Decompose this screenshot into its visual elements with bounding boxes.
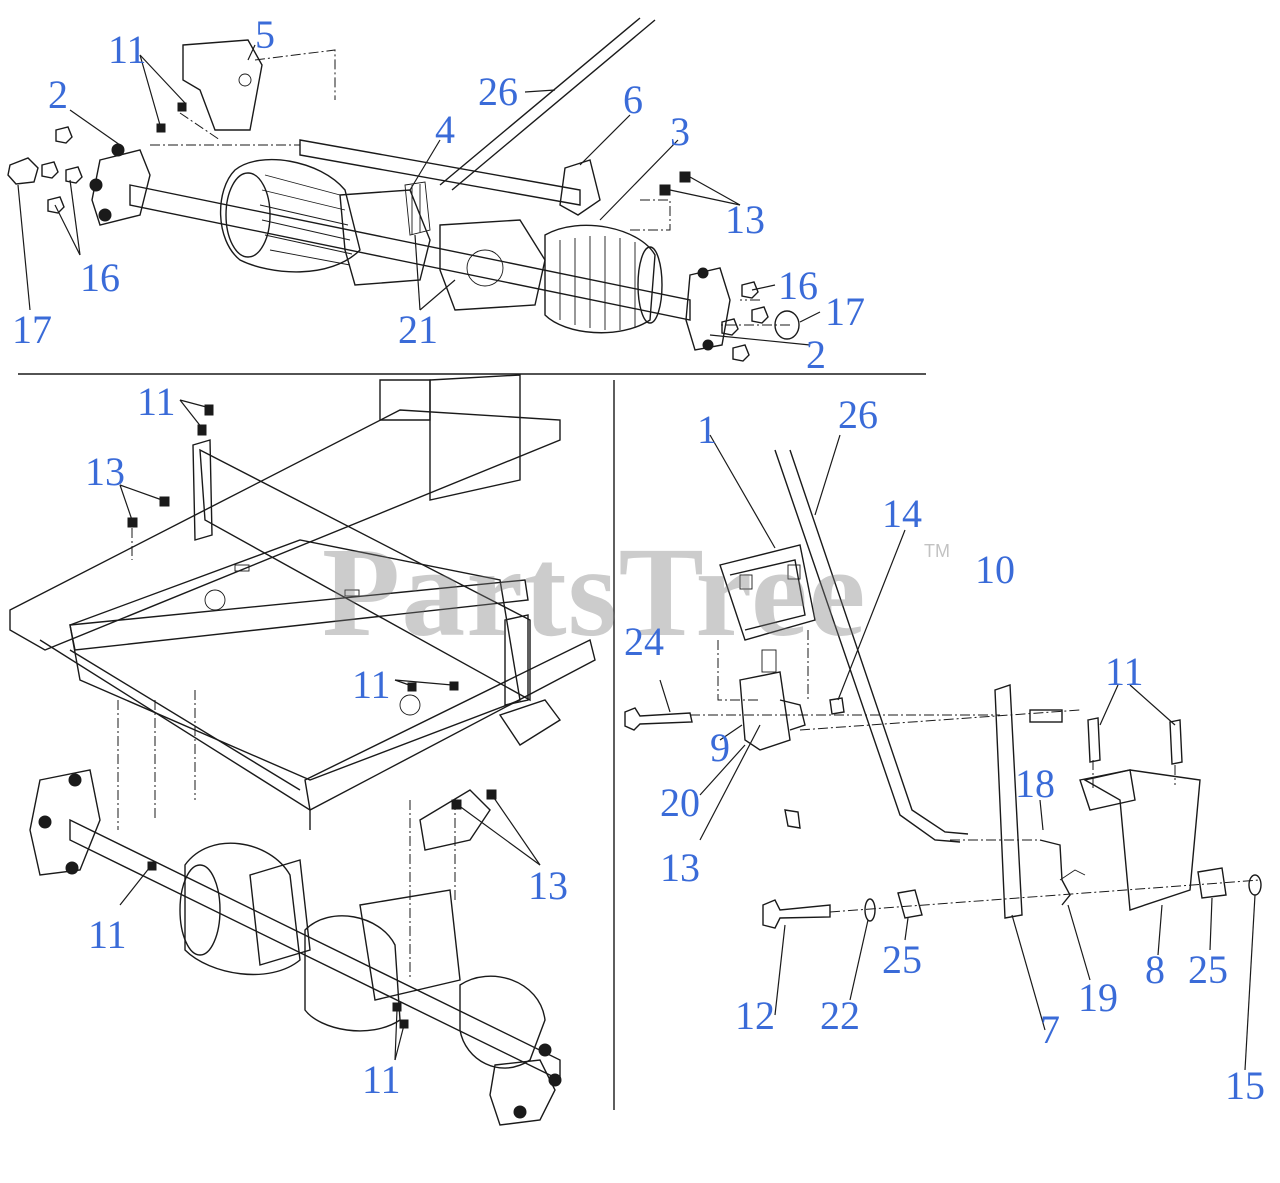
frame-rail-front — [9, 409, 561, 651]
gearbox-right — [439, 219, 546, 311]
callout-17-top-right: 17 — [825, 289, 865, 334]
callout-25-right: 25 — [1188, 947, 1228, 992]
callout-11-left-top: 11 — [137, 379, 176, 424]
callout-20: 20 — [660, 780, 700, 825]
callout-13-top: 13 — [725, 197, 765, 242]
callout-25-left: 25 — [882, 937, 922, 982]
callout-19: 19 — [1078, 975, 1118, 1020]
callout-11-top: 11 — [108, 27, 147, 72]
callout-26-top: 26 — [478, 69, 518, 114]
callout-4-top: 4 — [435, 107, 455, 152]
axle-bracket — [359, 889, 461, 1001]
bracket-5 — [182, 39, 263, 131]
handle-cover — [719, 544, 816, 641]
callout-13-left-top: 13 — [85, 449, 125, 494]
watermark-trademark: TM — [924, 541, 950, 561]
bushing-25b — [1197, 867, 1227, 899]
callout-16-top-left: 16 — [80, 255, 120, 300]
callout-24: 24 — [624, 619, 664, 664]
callout-8: 8 — [1145, 947, 1165, 992]
callout-13-right: 13 — [660, 845, 700, 890]
callout-11-left-lower: 11 — [88, 912, 127, 957]
plate-7 — [994, 684, 1023, 919]
axle-hub-left — [29, 769, 101, 876]
frame-assembly — [9, 374, 596, 1126]
callout-1: 1 — [697, 407, 717, 452]
callout-14: 14 — [882, 491, 922, 536]
motor-left — [219, 158, 361, 273]
bolt-24 — [624, 707, 693, 731]
drive-axle-assembly — [7, 17, 821, 362]
wheel-hub-right — [685, 267, 731, 351]
callout-2-top-left: 2 — [48, 72, 68, 117]
callout-15: 15 — [1225, 1063, 1265, 1108]
callout-2-top-right: 2 — [806, 332, 826, 377]
callout-10: 10 — [975, 547, 1015, 592]
callout-26-right: 26 — [838, 392, 878, 437]
callout-16-top-right: 16 — [778, 263, 818, 308]
callout-5-top: 5 — [255, 12, 275, 57]
callout-11-left-bottom: 11 — [362, 1057, 401, 1102]
upright-plate — [429, 374, 521, 501]
bushing-25a — [897, 889, 923, 919]
bracket-6 — [559, 159, 601, 216]
deck-plate — [69, 539, 521, 781]
callout-7: 7 — [1040, 1007, 1060, 1052]
callout-11-left-middle: 11 — [352, 662, 391, 707]
frame-rail-rear — [304, 638, 596, 812]
axle-motor-left — [184, 842, 301, 976]
callout-13-left-bottom: 13 — [528, 863, 568, 908]
motor-right — [544, 224, 656, 334]
wheel-hub-left — [91, 149, 151, 226]
callout-12: 12 — [735, 993, 775, 1038]
axle-motor-right — [304, 915, 401, 1032]
callout-9: 9 — [710, 725, 730, 770]
callout-11-right: 11 — [1105, 649, 1144, 694]
callout-21-top: 21 — [398, 307, 438, 352]
callout-6-top: 6 — [623, 77, 643, 122]
callout-22: 22 — [820, 993, 860, 1038]
control-assembly — [624, 434, 1262, 1071]
callout-18: 18 — [1015, 761, 1055, 806]
axle-hub-right — [489, 1059, 556, 1126]
watermark-text: PartsTree — [322, 521, 867, 663]
callout-17-top-left: 17 — [12, 307, 52, 352]
pivot-bracket — [739, 671, 791, 751]
pin-12 — [762, 899, 831, 929]
callout-3-top: 3 — [670, 109, 690, 154]
